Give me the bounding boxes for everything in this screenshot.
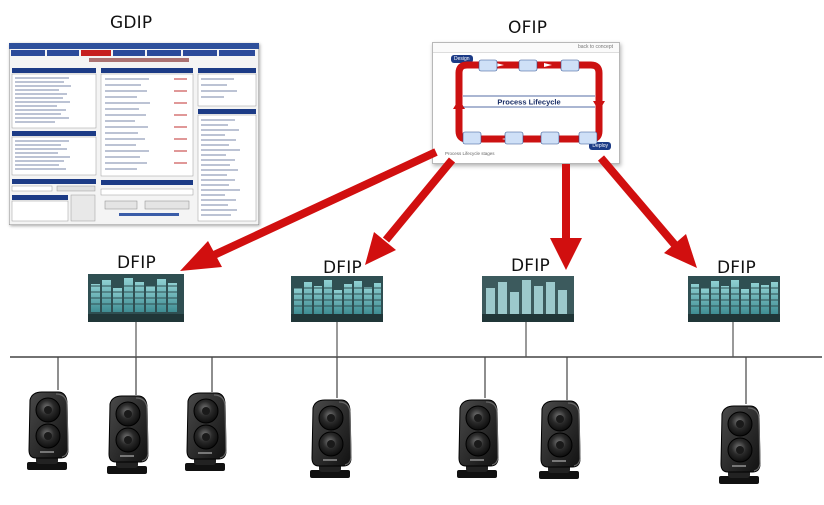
speaker-6 — [538, 400, 581, 480]
dfip-4-label: DFIP — [717, 258, 756, 278]
ofip-loop-arrow-left — [453, 99, 465, 109]
dfip-device-4 — [688, 276, 780, 322]
ofip-node-4 — [462, 131, 482, 145]
dfip-2-label: DFIP — [323, 258, 362, 278]
ofip-corner-design: Design — [451, 55, 473, 63]
dfip-device-3 — [482, 276, 574, 322]
ofip-corner-deploy: Deploy — [589, 142, 611, 150]
speaker-4 — [309, 399, 352, 479]
ofip-node-6 — [540, 131, 560, 145]
speaker-5 — [456, 399, 499, 479]
ofip-back-link: back to concept — [577, 44, 613, 50]
ofip-node-1 — [478, 59, 498, 72]
ofip-loop-bottom — [455, 105, 603, 143]
ofip-panel: back to concept Design Deploy Process Li… — [432, 42, 620, 164]
ofip-node-7 — [578, 131, 598, 145]
gdip-label: GDIP — [110, 13, 153, 33]
speaker-1 — [26, 391, 69, 471]
dfip-device-2 — [291, 276, 383, 322]
dfip-3-label: DFIP — [511, 256, 550, 276]
ofip-topbar — [433, 43, 619, 53]
ofip-node-5 — [504, 131, 524, 145]
ofip-center-title: Process Lifecycle — [497, 98, 560, 107]
speaker-3 — [184, 392, 227, 472]
dfip-device-1 — [88, 274, 184, 322]
ofip-lifecycle-diagram: Process Lifecycle — [453, 59, 605, 145]
ofip-label: OFIP — [508, 18, 548, 38]
ofip-node-3 — [560, 59, 580, 72]
speaker-7 — [718, 405, 761, 485]
dfip-1-label: DFIP — [117, 253, 156, 273]
ofip-node-2 — [518, 59, 538, 72]
gdip-tabs — [11, 50, 255, 56]
ofip-caption: Process Lifecycle stages — [445, 151, 495, 156]
speaker-2 — [106, 395, 149, 475]
ofip-loop-arrow-right — [593, 101, 605, 111]
